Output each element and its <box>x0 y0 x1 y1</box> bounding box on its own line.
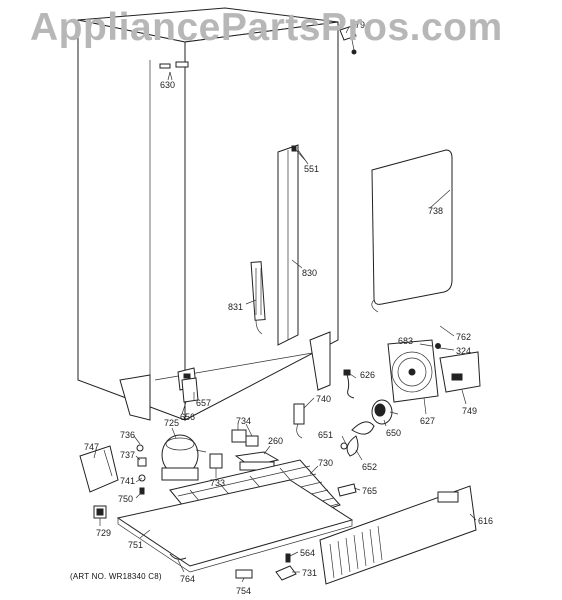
drain-part-260 <box>234 451 280 471</box>
callout-731: 731 <box>302 568 317 578</box>
grille-616 <box>319 485 477 585</box>
compressor-725 <box>161 434 207 481</box>
callout-733: 733 <box>210 478 225 488</box>
callout-725: 725 <box>164 418 179 428</box>
cabinet <box>77 7 357 421</box>
callout-630: 630 <box>160 80 175 90</box>
callout-751: 751 <box>128 540 143 550</box>
callout-683: 683 <box>398 336 413 346</box>
callout-564: 564 <box>300 548 315 558</box>
callout-656: 656 <box>180 412 195 422</box>
callout-762: 762 <box>456 332 471 342</box>
cover-747 <box>79 445 119 493</box>
fan-blade-652 <box>340 421 375 457</box>
callout-652: 652 <box>362 462 377 472</box>
watermark-text: AppliancePartsPros.com <box>30 6 503 49</box>
callout-626: 626 <box>360 370 375 380</box>
callout-650: 650 <box>386 428 401 438</box>
base-pan-751 <box>116 479 354 573</box>
fan-motor-650 <box>371 399 399 425</box>
callout-551: 551 <box>304 164 319 174</box>
bracket-749 <box>439 351 481 393</box>
callout-736: 736 <box>120 430 135 440</box>
callout-740: 740 <box>316 394 331 404</box>
callout-765: 765 <box>362 486 377 496</box>
small-parts-736 <box>136 444 147 495</box>
relay-734 <box>209 429 259 469</box>
callout-616: 616 <box>478 516 493 526</box>
callout-737: 737 <box>120 450 135 460</box>
callout-830: 830 <box>302 268 317 278</box>
callout-729: 729 <box>96 528 111 538</box>
callout-750: 750 <box>118 494 133 504</box>
callout-738: 738 <box>428 206 443 216</box>
heater-831 <box>250 261 266 335</box>
callout-labels: 279 630 551 738 830 831 762 683 324 626 … <box>84 20 493 596</box>
small-parts-765 <box>169 483 357 581</box>
fan-housing-627 <box>387 339 441 403</box>
callout-764: 764 <box>180 574 195 584</box>
part-626 <box>343 369 355 399</box>
callout-651: 651 <box>318 430 333 440</box>
callout-324: 324 <box>456 346 471 356</box>
callout-831: 831 <box>228 302 243 312</box>
callout-747: 747 <box>84 442 99 452</box>
part-630 <box>159 61 189 81</box>
callout-260: 260 <box>268 436 283 446</box>
clip-729 <box>93 505 107 519</box>
art-number: (ART NO. WR18340 C8) <box>70 572 162 581</box>
part-740 <box>293 403 305 439</box>
callout-730: 730 <box>318 458 333 468</box>
callout-754: 754 <box>236 586 251 596</box>
callout-657: 657 <box>196 398 211 408</box>
leader-lines <box>93 26 477 583</box>
callout-749: 749 <box>462 406 477 416</box>
loop-heater-738 <box>371 149 453 313</box>
callout-627: 627 <box>420 416 435 426</box>
callout-741: 741 <box>120 476 135 486</box>
callout-734: 734 <box>236 416 251 426</box>
callout-279: 279 <box>350 20 365 30</box>
mullion-830 <box>277 144 306 346</box>
